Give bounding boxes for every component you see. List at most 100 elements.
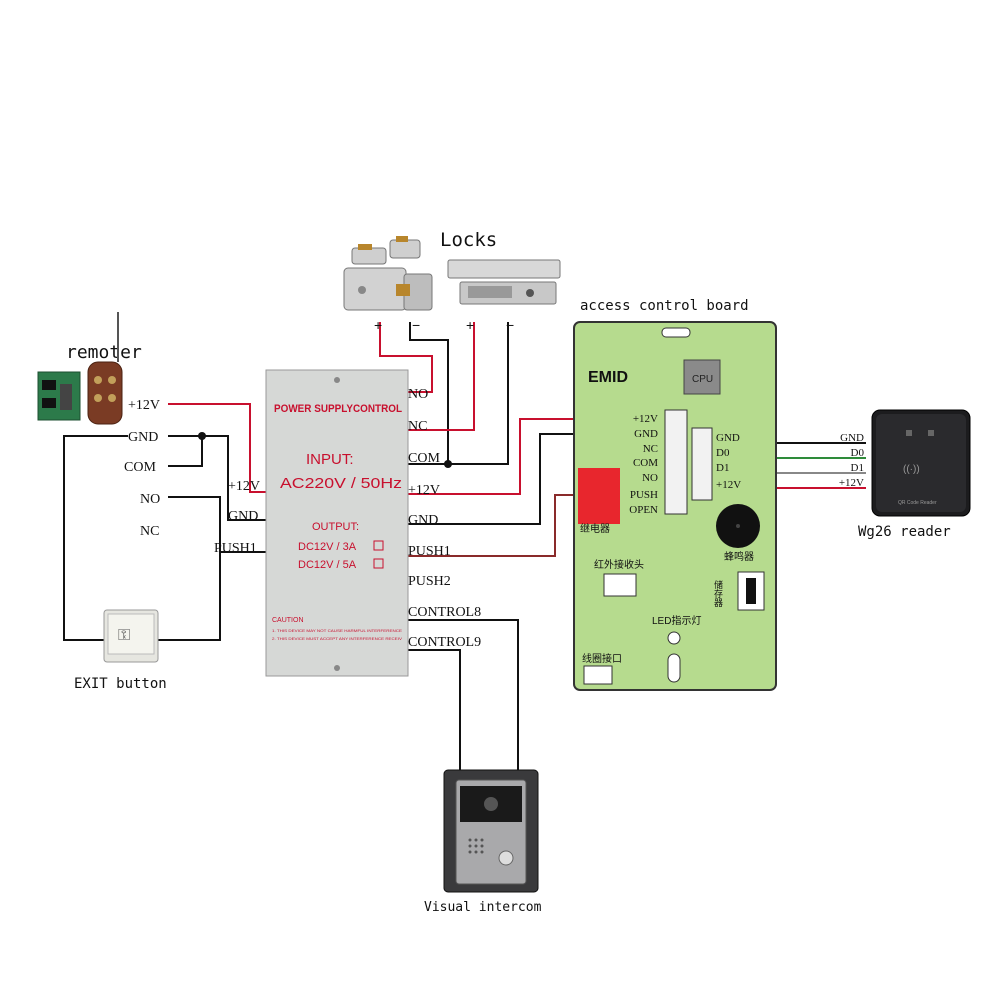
wire-remote-gnd [168,435,266,521]
board-left-terminal-12v: +12V [633,413,658,425]
remote-receiver-module [37,371,81,421]
psu-title: POWER SUPPLYCONTROL [274,403,402,415]
board-relay-label: 继电器 [580,522,610,535]
wire-lock1-plus [379,322,433,393]
rfid-icon: ((·)) [903,464,920,475]
exit-button-group: ⚿ EXIT button [74,609,167,692]
reader-terminal-12v: +12V [839,477,864,489]
board-led [667,631,681,645]
wire-control9 [408,649,461,770]
psu-right-terminal-no: NO [408,387,428,402]
psu-right-terminal-labels: NO NC COM +12V GND PUSH1 PUSH2 CONTROL8 … [408,387,481,650]
board-terminal-block-left [664,409,688,515]
magnetic-lock [447,259,561,305]
strike-lock-small [351,236,421,265]
reader-terminal-labels: GND D0 D1 +12V [839,432,865,489]
locks-label: Locks [440,229,497,251]
lock2-minus: − [506,317,514,333]
intercom-label: Visual intercom [424,900,542,915]
psu-right-terminal-nc: NC [408,419,427,434]
psu-right-terminal-12v: +12V [408,483,440,498]
board-right-terminal-gnd: GND [716,432,740,444]
wire-exit-right [158,552,221,641]
board-left-terminal-labels: +12V GND NC COM NO PUSH OPEN [629,413,658,516]
intercom-group: Visual intercom [424,769,542,915]
wire-lock2-minus [408,322,509,465]
locks-group: Locks + − + − [343,229,561,333]
remote-terminal-nc: NC [140,524,159,539]
exit-button-label: EXIT button [74,676,167,692]
board-terminal-block-right [691,427,713,501]
psu-left-terminal-labels: +12V GND PUSH1 [214,479,260,556]
junction-dot-gnd [198,432,206,440]
psu-output-1: DC12V / 3A [298,541,357,553]
board-left-terminal-nc: NC [643,443,658,455]
board-led-label: LED指示灯 [652,614,701,627]
psu-right-terminal-control8: CONTROL8 [408,605,481,620]
wire-exit-left [63,435,128,641]
psu-left-terminal-gnd: GND [228,509,258,524]
reader-terminal-gnd: GND [840,432,864,444]
intercom-speaker-grill [468,838,484,854]
remote-terminal-gnd: GND [128,430,158,445]
psu-right-terminal-control9: CONTROL9 [408,635,481,650]
reader-label: Wg26 reader [858,524,951,540]
psu-input-value: AC220V / 50Hz [280,475,402,492]
psu-right-terminal-gnd: GND [408,513,438,528]
junction-dot-com [444,460,452,468]
board-right-terminal-d0: D0 [716,447,730,459]
wire-lock1-minus [409,322,449,464]
psu-right-terminal-push1: PUSH1 [408,544,451,559]
lock2-plus: + [466,317,474,333]
board-right-terminal-labels: GND D0 D1 +12V [716,432,741,491]
remoter-label: remoter [66,342,142,363]
remote-keyfob [87,312,123,425]
board-left-terminal-com: COM [633,457,658,469]
lock1-plus: + [374,317,382,333]
psu-left-terminal-12v: +12V [228,479,260,494]
board-left-terminal-no: NO [642,472,658,484]
board-cpu-label: CPU [692,374,713,385]
psu-caution-1: 1. THIS DEVICE MAY NOT CAUSE HARMFUL INT… [272,628,402,633]
wire-control8 [408,619,519,770]
board-ir-label: 红外接收头 [594,558,644,571]
reader-group: GND D0 D1 +12V ((·)) QR Code Reader Wg26… [839,409,971,540]
board-ir-receiver [603,573,637,597]
reader-caption: QR Code Reader [898,500,937,506]
psu-output-2: DC12V / 5A [298,559,357,571]
psu-input-label: INPUT: [306,451,354,468]
remote-terminal-labels: +12V GND COM NO NC [124,398,160,539]
psu-output-label: OUTPUT: [312,521,359,533]
psu-right-terminal-com: COM [408,451,440,466]
psu-box [265,369,409,677]
board-left-terminal-gnd: GND [634,428,658,440]
reader-terminal-d1: D1 [851,462,864,474]
board-mount-slot [667,653,681,683]
psu-caution-2: 2. THIS DEVICE MUST ACCEPT ANY INTERFERE… [272,636,402,641]
psu-caution: CAUTION [272,617,304,624]
remote-terminal-com: COM [124,460,156,475]
board-left-terminal-open: OPEN [629,504,658,516]
wire-remote-12v [168,403,266,493]
access-control-board: access control board EMID CPU 继电器 +12V G… [573,298,777,691]
board-coil-port [583,665,613,685]
board-right-terminal-d1: D1 [716,462,729,474]
psu-left-terminal-push1: PUSH1 [214,541,257,556]
board-storage-label: 储存器 [713,579,723,607]
lock1-minus: − [412,317,420,333]
wire-remote-com [168,436,203,467]
psu-right-terminal-push2: PUSH2 [408,574,451,589]
board-right-terminal-12v: +12V [716,479,741,491]
remote-terminal-no: NO [140,492,160,507]
electric-lock [343,267,433,311]
board-brand: EMID [588,369,628,386]
remote-terminal-12v: +12V [128,398,160,413]
board-left-terminal-push: PUSH [630,489,658,501]
key-icon: ⚿ [118,627,130,644]
board-relay [578,468,620,524]
board-buzzer-label: 蜂鸣器 [724,550,754,563]
access-board-label: access control board [580,298,749,314]
board-coil-label: 线圈接口 [582,652,622,665]
